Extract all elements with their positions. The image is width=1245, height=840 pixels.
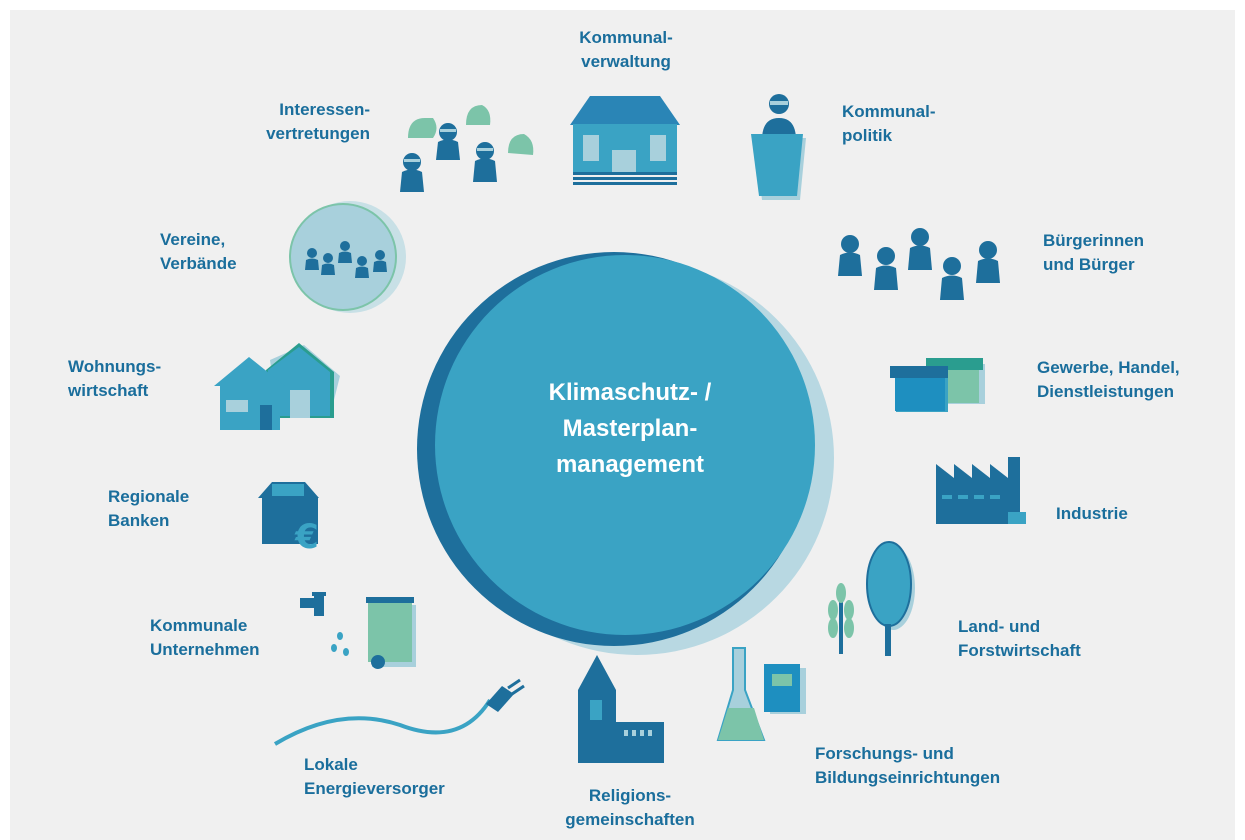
label-line: Kommunal- [579,28,673,47]
flask-book-icon [716,647,806,741]
label-kommunale-unternehmen: Kommunale Unternehmen [150,614,260,662]
label-banken: Regionale Banken [108,485,189,533]
label-line: Lokale [304,755,358,774]
label-line: Banken [108,511,170,530]
label-line: Interessen- [279,100,370,119]
shops-icon [890,358,985,412]
center-circle [417,252,834,655]
clubs-circle-icon [289,201,406,313]
label-gewerbe: Gewerbe, Handel, Dienstleistungen [1037,356,1180,404]
tap-bin-icon [300,592,416,669]
tree-icon [828,541,915,656]
label-line: Forstwirtschaft [958,641,1081,660]
speech-people-icon [400,105,534,192]
label-line: Land- und [958,617,1041,636]
label-line: Unternehmen [150,640,260,659]
label-line: Bürgerinnen [1043,231,1145,250]
label-forschung: Forschungs- und Bildungseinrichtungen [815,742,1000,790]
factory-icon [936,457,1026,524]
label-landforst: Land- und Forstwirtschaft [958,615,1081,663]
label-line: Bildungseinrichtungen [815,768,1001,787]
label-line: und Bürger [1043,255,1135,274]
label-kommunalverwaltung: Kommunal- verwaltung [560,26,692,74]
label-kommunalpolitik: Kommunal- politik [842,100,936,148]
label-line: Kommunal- [842,102,936,121]
label-wohnung: Wohnungs- wirtschaft [68,355,161,403]
label-line: Verbände [160,254,237,273]
houses-icon [214,343,340,430]
label-line: Regionale [108,487,190,506]
power-plug-icon [273,678,525,746]
label-line: Gewerbe, Handel, [1037,358,1180,377]
bank-euro-icon: € [258,482,319,557]
label-line: wirtschaft [68,381,149,400]
label-line: Religions- [588,786,672,805]
label-line: Dienstleistungen [1037,382,1174,401]
town-hall-icon [570,96,680,185]
label-line: gemeinschaften [565,810,695,829]
label-buerger: Bürgerinnen und Bürger [1043,229,1144,277]
politician-icon [751,94,806,200]
label-line: Energieversorger [304,779,445,798]
label-interessen: Interessen- vertretungen [240,98,370,146]
label-energie: Lokale Energieversorger [304,753,445,801]
church-icon [578,655,664,763]
label-line: Industrie [1056,504,1128,523]
label-vereine: Vereine, Verbände [160,228,237,276]
center-title-line1: Klimaschutz- / [548,379,712,406]
label-line: Vereine, [160,230,226,249]
center-title-line2: Masterplan- [562,415,698,442]
svg-text:€: € [294,517,319,557]
center-title: Klimaschutz- / Masterplan- management [480,375,780,483]
label-religion: Religions- gemeinschaften [555,784,705,832]
label-line: verwaltung [581,52,671,71]
label-line: vertretungen [266,124,370,143]
label-industrie: Industrie [1056,502,1128,526]
label-line: politik [842,126,893,145]
citizens-icon [838,228,1000,300]
label-line: Forschungs- und [815,744,954,763]
label-line: Wohnungs- [68,357,162,376]
center-title-line3: management [555,451,705,478]
label-line: Kommunale [150,616,248,635]
